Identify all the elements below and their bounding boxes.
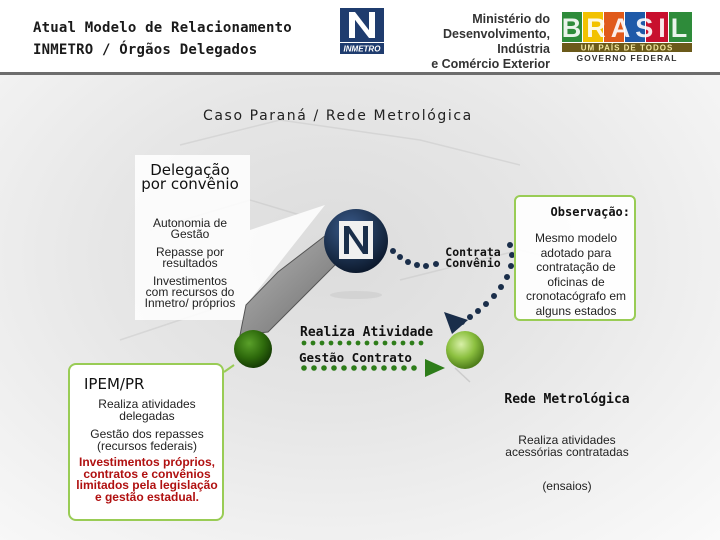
observacao-text: Mesmo modelo adotado para contratação de… xyxy=(525,231,627,318)
ipem-item-repasses: Gestão dos repasses (recursos federais) xyxy=(90,427,204,453)
delegacao-panel xyxy=(135,155,250,320)
ipem-item-atividades: Realiza atividades delegadas xyxy=(98,397,196,423)
realiza-dotted-line xyxy=(301,340,424,346)
delegacao-item-autonomia: Autonomia de Gestão xyxy=(152,216,228,241)
inmetro-logo-text: INMETRO xyxy=(344,45,382,54)
brasil-slogan: UM PAÍS DE TODOS xyxy=(581,44,674,53)
ministry-line-1: Ministério do xyxy=(472,12,550,26)
observacao-box xyxy=(514,195,636,321)
slide-subtitle: Caso Paraná / Rede Metrológica xyxy=(203,108,473,124)
slide-title-line-2: INMETRO / Órgãos Delegados xyxy=(33,42,258,58)
contrata-convenio-label: Contrata Convênio xyxy=(445,245,501,270)
brasil-wordmark: BRASIL xyxy=(562,13,692,43)
delegacao-callout-tail xyxy=(250,205,325,300)
realiza-atividade-label: Realiza Atividade xyxy=(300,325,434,340)
slide-header: Atual Modelo de Relacionamento INMETRO /… xyxy=(0,0,720,72)
gestao-contrato-label: Gestão Contrato xyxy=(299,350,412,365)
ministry-line-2: Desenvolvimento, Indústria xyxy=(443,27,550,56)
ipem-connector xyxy=(223,364,235,373)
gestao-dotted-arrow xyxy=(301,359,445,377)
delegacao-title: Delegação por convênio xyxy=(141,161,239,193)
header-divider xyxy=(0,72,720,75)
contrata-dotted-arrow xyxy=(390,242,515,334)
inmetro-node-icon xyxy=(339,221,373,259)
observacao-title: Observação: xyxy=(550,205,630,219)
governo-federal-label: GOVERNO FEDERAL xyxy=(577,53,678,62)
ministry-line-3: e Comércio Exterior xyxy=(431,57,550,71)
delegacao-item-investimentos: Investimentos com recursos do Inmetro/ p… xyxy=(144,274,236,310)
brasil-governo-federal-logo: BRASIL UM PAÍS DE TODOS GOVERNO FEDERAL xyxy=(562,12,692,62)
ipem-title: IPEM/PR xyxy=(84,375,145,393)
inmetro-node-shadow xyxy=(330,291,382,299)
inmetro-logo: INMETRO xyxy=(340,8,384,54)
ipem-node xyxy=(234,330,272,368)
ipem-box xyxy=(68,363,224,521)
rede-item-ensaios: (ensaios) xyxy=(542,479,592,493)
ipem-highlight-text: Investimentos próprios, contratos e conv… xyxy=(76,455,218,504)
slide-title-line-1: Atual Modelo de Relacionamento xyxy=(33,20,292,36)
rede-node xyxy=(446,331,484,369)
rede-item-atividades: Realiza atividades acessórias contratada… xyxy=(505,433,629,459)
delegacao-item-repasse: Repasse por resultados xyxy=(155,245,225,270)
rede-title: Rede Metrológica xyxy=(504,392,630,407)
rede-connector xyxy=(454,367,471,383)
ministry-name: Ministério do Desenvolvimento, Indústria… xyxy=(392,12,550,72)
